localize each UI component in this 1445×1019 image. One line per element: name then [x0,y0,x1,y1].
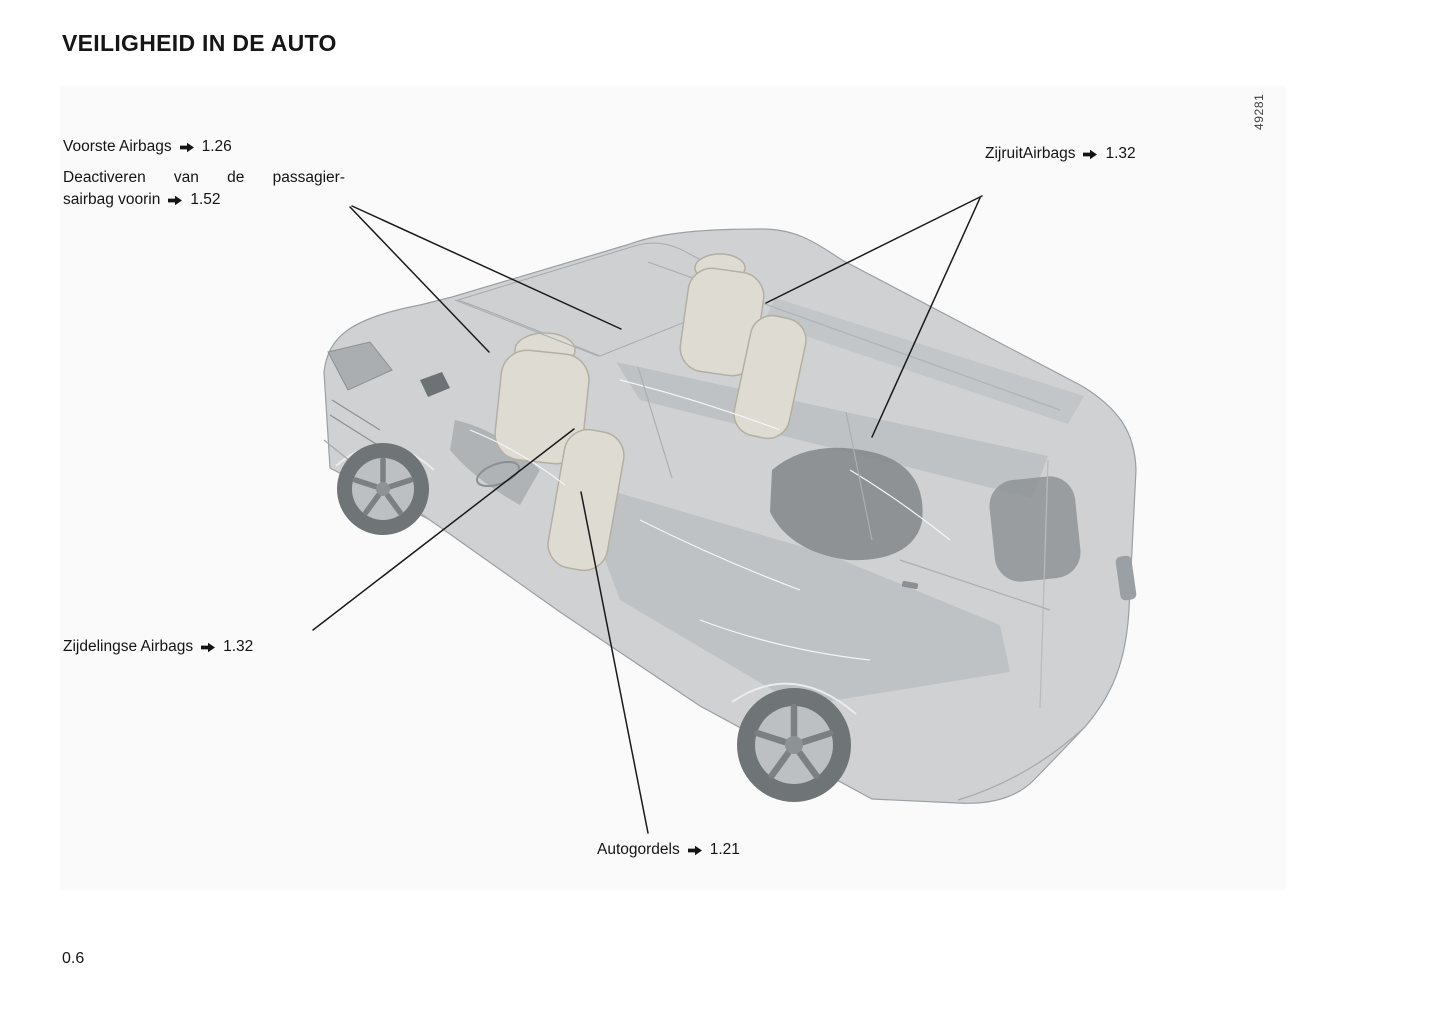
page-ref: 1.32 [223,638,254,655]
page-ref: 1.21 [709,841,740,858]
leader-front-airbag-driver [349,206,490,353]
leader-curtain-airbag-far [765,195,983,304]
leader-curtain-airbag-near [871,197,981,438]
callout-zijdelingse-airbags: Zijdelingse Airbags 1.32 [63,638,253,656]
page-ref-arrow-icon [168,195,183,205]
dashboard-shadow [450,420,540,505]
cabin-floor [575,480,1010,706]
rear-wheel-hub [785,736,803,754]
rear-wheel [737,688,851,802]
windshield-glass [456,242,762,357]
near-side-windows [616,362,1048,498]
callout-lines [312,195,983,834]
headlight [327,341,393,391]
rear-wheel-spokes [754,703,834,779]
seatbelt-pillar-seat [547,428,625,572]
callout-label-line1: Deactiveren van de passagier- [63,169,345,186]
front-wheel [337,443,429,535]
front-wheel-hub [376,482,390,496]
page-ref-arrow-icon [201,642,216,652]
callout-label-line2-row: sairbag voorin 1.52 [63,191,345,209]
van-exterior-parts [327,341,1137,601]
page-ref: 1.32 [1105,145,1136,162]
callout-voorste-airbags: Voorste Airbags 1.26 [63,138,232,156]
page-ref: 1.52 [190,191,221,208]
side-mirror [420,372,450,397]
taillight [1115,555,1137,601]
callout-passagier-airbag-deactiveren: Deactiveren van de passagier- sairbag vo… [63,169,345,209]
page-number: 0.6 [62,950,85,967]
callout-label: Autogordels [597,841,680,858]
page-ref: 1.26 [201,138,232,155]
page-title: VEILIGHEID IN DE AUTO [62,30,337,56]
callout-label-line2: sairbag voorin [63,191,161,208]
rear-right-seat-dark [989,476,1081,582]
callout-autogordels: Autogordels 1.21 [597,841,740,859]
rear-seat-dark [770,447,923,561]
steering-wheel [476,460,520,488]
leader-seatbelt [580,491,649,834]
page-ref-arrow-icon [1083,149,1098,159]
page-ref-arrow-icon [687,845,702,855]
leader-front-airbag-passenger [351,205,622,330]
front-wheel-spokes [352,457,414,516]
mid-row-seatback [733,314,807,440]
page-ref-arrow-icon [179,142,194,152]
callout-label: ZijruitAirbags [985,145,1076,162]
leader-side-airbag [312,428,575,631]
callout-label: Voorste Airbags [63,138,172,155]
callout-label: Zijdelingse Airbags [63,638,194,655]
figure-number: 49281 [1252,93,1266,130]
callout-zijruit-airbags: ZijruitAirbags 1.32 [985,145,1136,163]
door-handle [901,580,919,590]
